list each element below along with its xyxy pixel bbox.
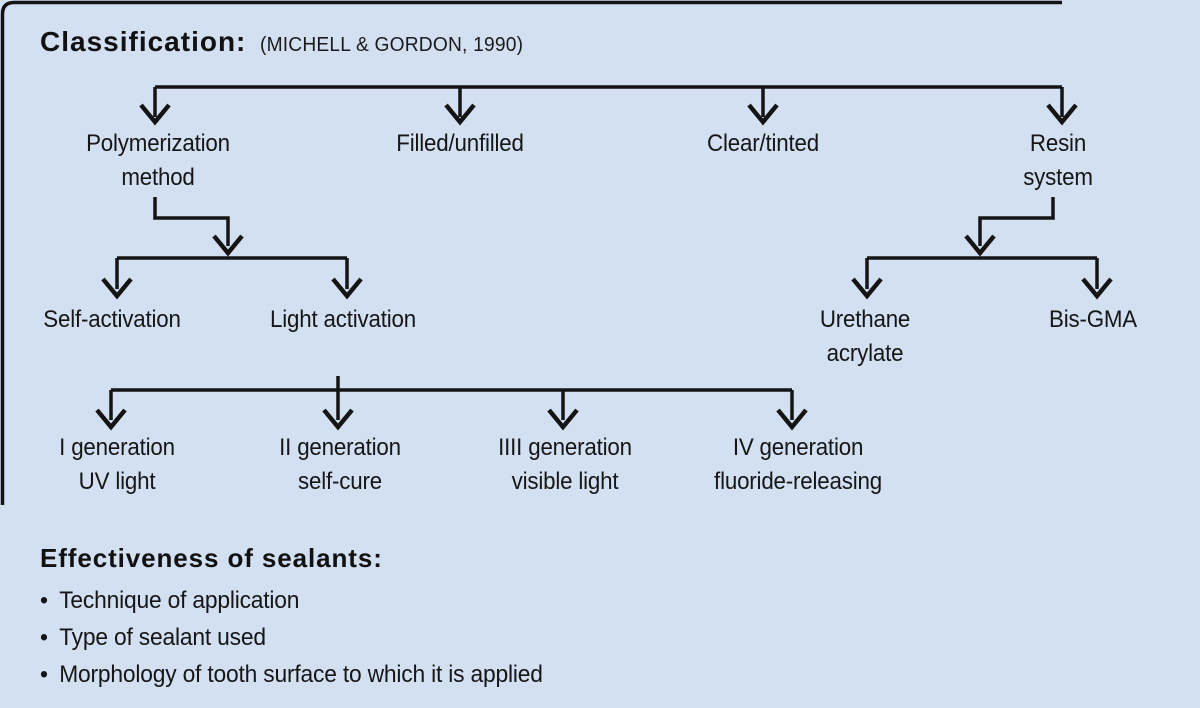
- level1-arrowhead-icons: [139, 103, 1078, 126]
- classification-source-citation: (MICHELL & GORDON, 1990): [260, 34, 524, 56]
- resin-children-branches: [865, 256, 1099, 289]
- polymerization-children-arrowhead-icons: [101, 277, 363, 300]
- node-generation-4-fluoride-releasing: IV generation fluoride-releasing: [714, 434, 882, 495]
- node-resin-system: Resin system: [1023, 130, 1093, 191]
- node-generation-1-uv-light: I generation UV light: [59, 434, 175, 495]
- effectiveness-item-text: Morphology of tooth surface to which it …: [59, 661, 543, 688]
- bullet-icon: •: [40, 587, 48, 614]
- node-self-activation: Self-activation: [43, 306, 181, 333]
- node-polymerization-method: Polymerization method: [86, 130, 230, 191]
- effectiveness-item-text: Technique of application: [59, 587, 300, 614]
- node-generation-3-visible-light: IIII generation visible light: [498, 434, 632, 495]
- resin-connector: [978, 197, 1055, 246]
- polymerization-connector-arrowhead-icon: [212, 234, 244, 257]
- resin-children-arrowhead-icons: [851, 277, 1113, 300]
- diagram-title: Classification: (MICHELL & GORDON, 1990): [40, 26, 535, 58]
- node-generation-2-self-cure: II generation self-cure: [279, 434, 401, 495]
- effectiveness-section: Effectiveness of sealants: • Technique o…: [40, 543, 569, 693]
- node-filled-unfilled: Filled/unfilled: [396, 130, 524, 157]
- bullet-icon: •: [40, 661, 48, 688]
- generations-arrowhead-icons: [95, 408, 808, 431]
- node-clear-tinted: Clear/tinted: [707, 130, 819, 157]
- node-light-activation: Light activation: [270, 306, 416, 333]
- effectiveness-item-text: Type of sealant used: [59, 624, 266, 651]
- classification-heading: Classification:: [40, 26, 247, 57]
- effectiveness-list: • Technique of application • Type of sea…: [40, 582, 569, 693]
- node-bis-gma: Bis-GMA: [1049, 306, 1137, 333]
- effectiveness-heading: Effectiveness of sealants:: [40, 543, 383, 573]
- generations-branches: [109, 376, 794, 420]
- list-item: • Type of sealant used: [40, 619, 543, 656]
- node-urethane-acrylate: Urethane acrylate: [819, 306, 911, 367]
- level1-branches: [153, 85, 1064, 117]
- polymerization-connector: [153, 197, 230, 246]
- resin-connector-arrowhead-icon: [964, 234, 996, 257]
- bullet-icon: •: [40, 624, 48, 651]
- list-item: • Morphology of tooth surface to which i…: [40, 656, 543, 693]
- panel-frame: [0, 0, 1062, 505]
- polymerization-children-branches: [115, 256, 349, 289]
- list-item: • Technique of application: [40, 582, 543, 619]
